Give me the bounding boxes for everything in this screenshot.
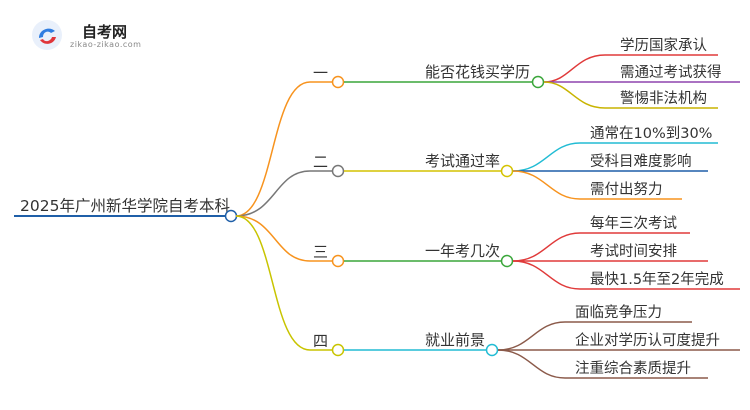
branch-3: 三 一年考几次 每年三次考试 考试时间安排 最快1.5年至2年完成	[235, 215, 740, 290]
branch-3-topic-dot	[500, 254, 514, 268]
branch-2-number: 二	[313, 153, 328, 171]
branch-1-number: 一	[313, 64, 328, 82]
leaf-3-2: 考试时间安排	[590, 243, 677, 260]
leaf-1-3: 警惕非法机构	[620, 90, 707, 107]
branch-1-dot	[331, 75, 345, 89]
leaf-1-2: 需通过考试获得	[620, 64, 722, 81]
branch-4-topic: 就业前景	[425, 331, 485, 349]
logo-subtitle: zikao-zikao.com	[70, 40, 142, 49]
branch-4: 四 就业前景 面临竞争压力 企业对学历认可度提升 注重综合素质提升	[235, 215, 740, 379]
leaf-1-1: 学历国家承认	[620, 37, 707, 54]
branch-4-topic-dot	[485, 343, 499, 357]
leaf-3-3: 最快1.5年至2年完成	[590, 271, 724, 288]
branch-1-topic: 能否花钱买学历	[425, 63, 530, 81]
leaf-2-1: 通常在10%到30%	[590, 125, 712, 142]
root-node: 2025年广州新华学院自考本科	[14, 196, 238, 223]
leaf-4-2: 企业对学历认可度提升	[575, 331, 720, 349]
branch-2: 二 考试通过率 通常在10%到30% 受科目难度影响 需付出努力	[235, 125, 718, 217]
leaf-4-3: 注重综合素质提升	[575, 360, 691, 377]
leaf-3-1: 每年三次考试	[590, 215, 677, 232]
branch-4-number: 四	[313, 332, 328, 350]
logo-icon	[32, 20, 62, 50]
leaf-4-1: 面临竞争压力	[575, 303, 662, 321]
branch-2-dot	[331, 164, 345, 178]
branch-2-topic-dot	[500, 164, 514, 178]
root-label: 2025年广州新华学院自考本科	[20, 196, 230, 215]
branch-3-number: 三	[313, 243, 328, 261]
branch-1-topic-dot	[531, 75, 545, 89]
logo-title: 自考网	[82, 23, 128, 41]
branch-2-topic: 考试通过率	[425, 152, 500, 170]
branch-4-dot	[331, 343, 345, 357]
leaf-2-3: 需付出努力	[590, 181, 663, 198]
branch-1: 一 能否花钱买学历 学历国家承认 需通过考试获得 警惕非法机构	[235, 37, 740, 217]
branch-3-dot	[331, 254, 345, 268]
branch-3-topic: 一年考几次	[425, 242, 500, 260]
leaf-2-2: 受科目难度影响	[590, 153, 692, 170]
root-node-dot	[224, 209, 238, 223]
